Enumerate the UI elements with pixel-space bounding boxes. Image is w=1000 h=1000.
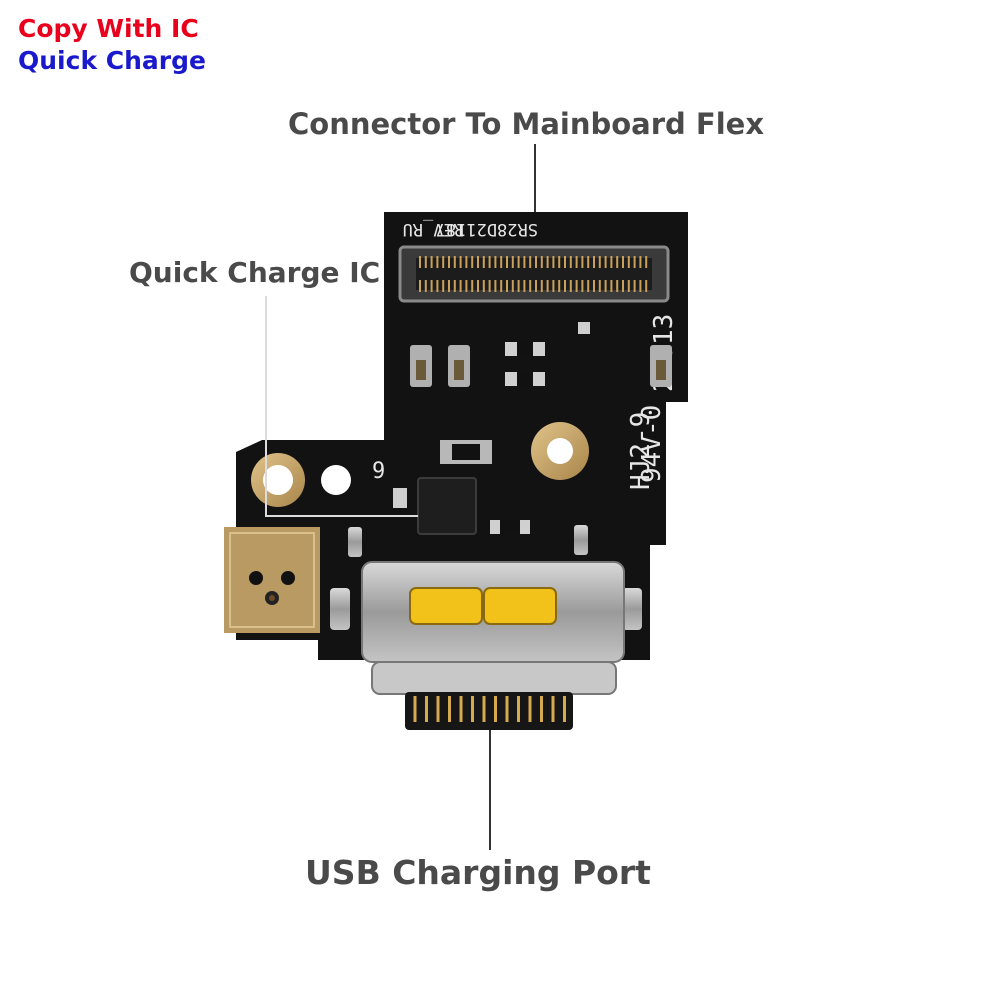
gold-shield-plate — [224, 527, 320, 633]
usb-shield-tabs — [330, 525, 642, 630]
usb-c-port — [361, 561, 625, 730]
ic-callout-line — [265, 296, 418, 517]
quick-charge-ic-chip — [417, 477, 477, 535]
usb-callout-label: USB Charging Port — [305, 853, 651, 892]
smd-components — [393, 322, 672, 534]
part-number-text: SR28D21187 — [436, 219, 538, 239]
mainboard-flex-connector — [398, 245, 670, 303]
cert-94v0-text: 94V-0 — [637, 405, 667, 483]
ic-callout-label: Quick Charge IC — [129, 256, 381, 289]
code-hj2-9-text: HJ2-9 — [626, 412, 656, 490]
copy-with-ic-badge: Copy With IC — [18, 14, 199, 43]
quick-charge-badge: Quick Charge — [18, 46, 206, 75]
pad-mark-text: 9 — [372, 459, 385, 484]
connector-callout-label: Connector To Mainboard Flex — [288, 107, 765, 141]
mounting-hole-small — [321, 465, 351, 495]
rev-text: REV_RU — [403, 219, 464, 239]
